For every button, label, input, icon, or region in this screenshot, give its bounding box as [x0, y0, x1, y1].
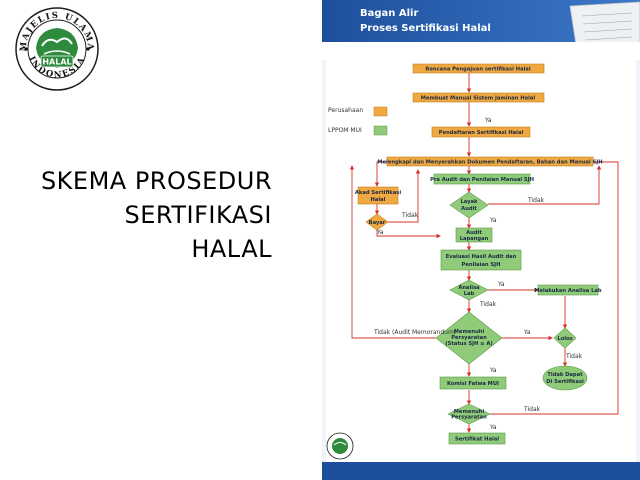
step-melakukan-lab [537, 284, 599, 296]
background-stripes [322, 60, 640, 480]
step-pra-audit-label: Pra Audit dan Penilaian Manual SJH [430, 177, 534, 183]
end-tidak-dapat-label-1: Tidak Dapat [547, 372, 583, 378]
label-tidak-audit-memorandum: Tidak (Audit Memorandum) [373, 329, 456, 336]
logo-center-text: HALAL [42, 58, 71, 67]
step-melengkapi-label: Melengkapi dan Menyerahkan Dokumen Penda… [377, 160, 602, 166]
decision-bayar-label: Bayar [369, 220, 386, 226]
header-line-1: Bagan Alir [360, 8, 418, 19]
step-pra-audit [433, 173, 531, 185]
step-pendaftaran [431, 126, 531, 138]
decision-layak-label-2: Audit [461, 206, 477, 212]
decision-memenuhi-label-1: Memenuhi [454, 329, 485, 335]
decision-memenuhi [435, 311, 503, 365]
step-audit-label-1: Audit [466, 230, 482, 236]
step-membuat-manual-label: Membuat Manual Sistem Jaminan Halal [421, 96, 536, 102]
decision-layak-label-1: Layak [461, 199, 479, 205]
step-rencana [412, 63, 545, 74]
label-ya-komisi: Ya [489, 367, 497, 374]
end-tidak-dapat [542, 365, 588, 391]
step-evaluasi [440, 249, 522, 271]
decision-memenuhi-2 [447, 403, 491, 425]
step-audit-label-2: Lapangan [460, 236, 489, 242]
decision-lolos-label: Lolos [557, 336, 572, 342]
decision-memenuhi2-label-1: Memenuhi [454, 409, 485, 415]
label-tidak-memenuhi2: Tidak [523, 406, 541, 413]
step-pendaftaran-label: Pendaftaran Sertifikasi Halal [439, 130, 524, 136]
step-akad [357, 186, 399, 205]
step-sertifikat-label: Sertifikat Halal [455, 437, 499, 443]
footer-bar [322, 462, 640, 480]
decision-memenuhi2-label-2: Persyaratan [451, 415, 487, 421]
decision-memenuhi-label-2: Persyaratan [451, 335, 487, 341]
flowchart-panel: Bagan Alir Proses Sertifikasi Halal Peru… [322, 0, 640, 480]
flowchart: Bagan Alir Proses Sertifikasi Halal Peru… [322, 0, 640, 480]
label-ya-analisa: Ya [497, 281, 505, 288]
decision-memenuhi-label-3: (Status SJH ≥ A) [445, 341, 493, 347]
step-audit-lapangan [455, 227, 493, 243]
step-akad-label-1: Akad Sertifikasi [355, 190, 401, 196]
label-ya-memenuhi: Ya [523, 329, 531, 336]
title-line-3: HALAL [191, 235, 272, 263]
decision-analisa-lab [449, 279, 489, 301]
legend-perusahaan-label: Perusahaan [328, 107, 363, 114]
step-evaluasi-label-1: Evaluasi Hasil Audit dan [446, 254, 517, 260]
step-komisi-fatwa [439, 376, 507, 390]
decision-lolos [553, 327, 577, 349]
label-tidak-layak: Tidak [527, 197, 545, 204]
label-ya-bayar: Ya [376, 229, 384, 236]
label-tidak-analisa: Tidak [479, 301, 497, 308]
step-evaluasi-label-2: Penilaian SJH [462, 262, 501, 268]
label-ya-layak: Ya [489, 217, 497, 224]
header-line-2: Proses Sertifikasi Halal [360, 23, 491, 34]
step-melengkapi [386, 156, 594, 167]
end-tidak-dapat-label-2: Di Sertifikasi [546, 379, 584, 385]
step-melakukan-lab-label: Melakukan Analisa Lab [534, 288, 602, 294]
label-ya-sertifikat: Ya [489, 424, 497, 431]
step-sertifikat [448, 432, 506, 445]
label-tidak-bayar: Tidak [401, 212, 419, 219]
step-membuat-manual [412, 92, 545, 103]
mui-halal-logo: MAJELIS ULAMA INDONESIA HALAL [15, 7, 99, 91]
step-akad-label-2: Halal [371, 197, 386, 203]
label-ya-1: Ya [484, 117, 492, 124]
label-tidak-lolos: Tidak [565, 353, 583, 360]
decision-analisa-label-2: Lab [464, 291, 475, 297]
decision-layak-audit [449, 191, 489, 219]
legend-lppom-swatch [373, 125, 388, 136]
step-komisi-label: Komisi Fatwa MUI [447, 381, 499, 387]
decision-analisa-label-1: Analisa [458, 285, 480, 291]
title-line-1: SKEMA PROSEDUR [40, 167, 272, 195]
decision-bayar [365, 213, 389, 231]
legend-lppom-label: LPPOM MUI [328, 127, 362, 134]
slide-title: SKEMA PROSEDUR SERTIFIKASI HALAL [20, 164, 272, 266]
step-rencana-label: Rencana Pengajuan sertifikasi Halal [425, 67, 530, 73]
title-line-2: SERTIFIKASI [124, 201, 272, 229]
legend-perusahaan-swatch [373, 106, 388, 117]
mui-small-logo [326, 432, 354, 460]
